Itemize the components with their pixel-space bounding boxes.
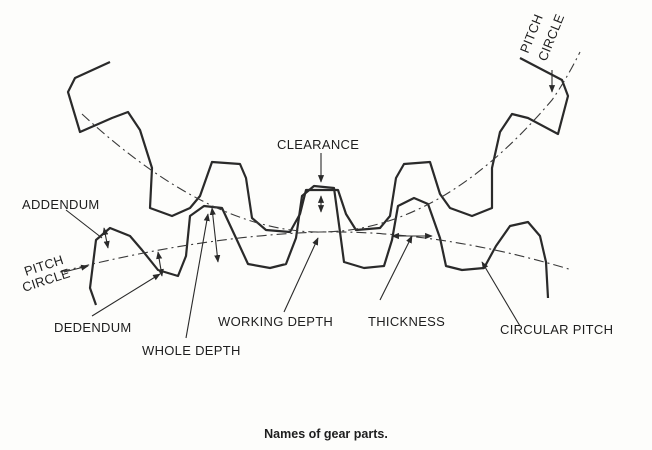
addendum-dimension [102,227,110,249]
dedendum-leader [91,273,161,317]
pitch-circle-left-leader [63,264,89,273]
addendum-leader [65,209,103,239]
label-thickness: THICKNESS [368,314,445,329]
label-whole-depth: WHOLE DEPTH [142,343,241,358]
label-clearance: CLEARANCE [277,137,359,152]
lower-gear-outline [88,184,550,306]
label-dedendum: DEDENDUM [54,320,132,335]
lower-pitch-circle [59,231,573,273]
label-circular-pitch: CIRCULAR PITCH [500,322,613,337]
upper-pitch-circle [81,51,581,233]
dedendum-dimension [156,251,164,277]
circular-pitch-leader [481,261,521,327]
thickness-leader [379,235,413,301]
whole-depth-dimension [209,207,221,263]
label-addendum: ADDENDUM [22,197,100,212]
label-working-depth: WORKING DEPTH [218,314,333,329]
upper-gear-outline [66,57,570,234]
working-depth-leader [283,237,319,313]
whole-depth-leader [185,213,210,339]
figure-caption: Names of gear parts. [264,427,388,441]
